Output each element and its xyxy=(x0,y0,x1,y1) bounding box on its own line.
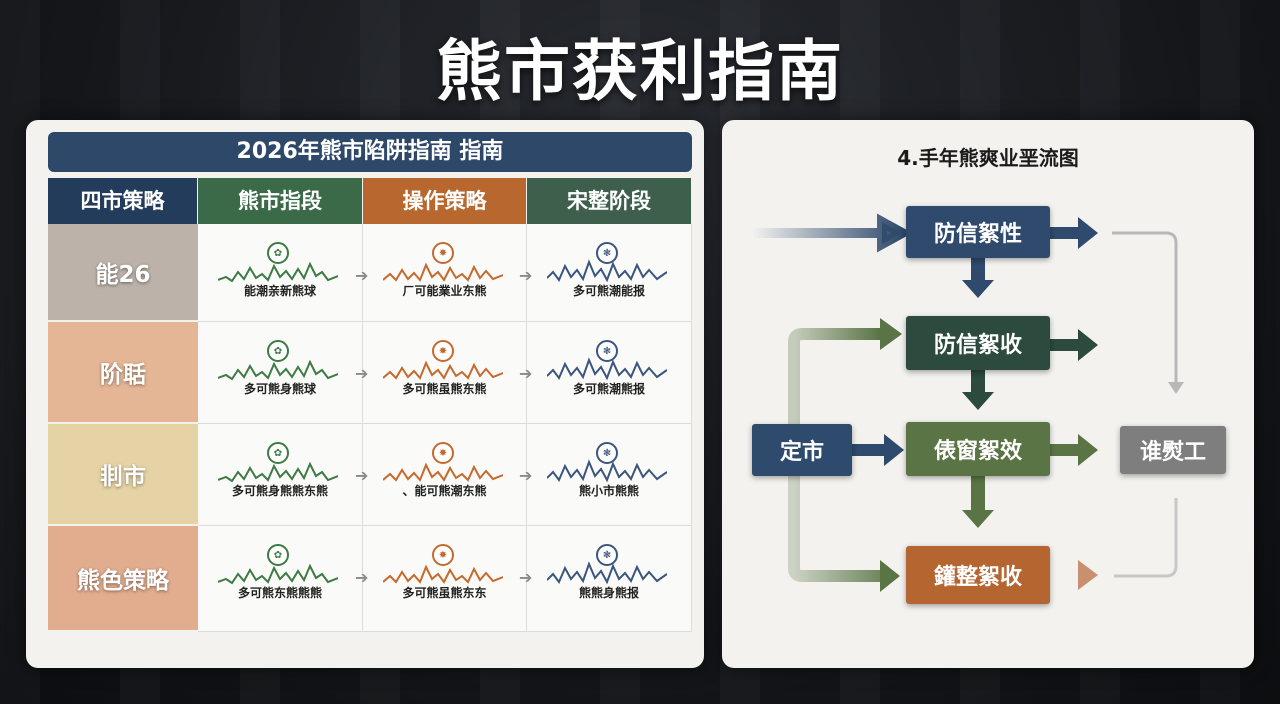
bear-emblem-icon: ❃ xyxy=(596,544,618,566)
trend-wave xyxy=(218,261,338,283)
arrowhead-n2-n3 xyxy=(962,392,994,410)
trend-wave xyxy=(547,459,667,483)
table-header-2: 操作策略 xyxy=(363,178,527,224)
bear-emblem-icon: ❃ xyxy=(596,340,618,362)
arrow-in xyxy=(752,213,913,253)
cell-caption: 、能可熊潮东熊 xyxy=(402,484,487,498)
table-cell: ✸ ➔ 多可熊虽熊东东 xyxy=(355,526,527,632)
flow-node-4: 鑵整絮收 xyxy=(906,546,1050,604)
bear-emblem-icon: ✸ xyxy=(432,242,454,264)
cell-caption: 多可熊潮能报 xyxy=(572,284,645,298)
flowchart-panel: 4.手年熊爽业垩流图 xyxy=(722,120,1254,668)
flow-node-1-label: 防信絮性 xyxy=(933,222,1022,247)
arrowhead-left-n3 xyxy=(884,434,904,466)
arrow-right-icon: ➔ xyxy=(355,364,369,383)
bear-emblem-icon: ❃ xyxy=(596,442,618,464)
trend-wave xyxy=(383,360,503,380)
arrowhead-left-n4 xyxy=(880,560,900,592)
row-label-0: 能26 xyxy=(48,224,198,322)
arrow-left-n2 xyxy=(788,328,880,425)
trend-wave xyxy=(218,461,338,483)
table-cell: ✿ 多可熊身熊熊东熊 xyxy=(198,424,363,526)
cell-caption: 能潮亲新熊球 xyxy=(243,284,316,298)
table-header-0: 四市策略 xyxy=(48,178,198,224)
flowchart-title: 4.手年熊爽业垩流图 xyxy=(897,146,1079,170)
table-cell: ✿ 多可熊身熊球 xyxy=(198,322,363,424)
trend-wave xyxy=(547,259,667,283)
table-cell: ❃ ➔ 熊小市熊熊 xyxy=(519,424,692,526)
cell-caption: 熊熊身熊报 xyxy=(578,586,639,600)
table-header-3: 宋整阶段 xyxy=(527,178,692,224)
bear-emblem-icon: ✿ xyxy=(267,442,289,464)
flow-node-1: 防信絮性 xyxy=(906,206,1050,258)
trend-wave xyxy=(383,564,503,584)
arrowhead-n1-right xyxy=(1078,217,1098,249)
bear-emblem-icon: ✸ xyxy=(432,442,454,464)
flow-node-3-label: 俵窗絮效 xyxy=(933,439,1022,464)
arrow-right-icon: ➔ xyxy=(519,364,533,383)
table-cell: ❃ ➔ 多可熊潮熊报 xyxy=(519,322,692,424)
right-loop-bottom xyxy=(1114,498,1178,578)
cell-caption: 多可熊虽熊东东 xyxy=(402,586,487,600)
trend-wave xyxy=(218,359,338,381)
table-cell: ✿ 多可熊东熊熊熊 xyxy=(198,526,363,632)
cell-caption: 多可熊东熊熊熊 xyxy=(237,586,322,600)
strategy-table-panel: 2026年熊市陷阱指南 指南 四市策略熊市指段操作策略宋整阶段能26 ✿ 能潮亲新熊… xyxy=(26,120,704,668)
trend-wave xyxy=(383,262,503,282)
flow-node-4-label: 鑵整絮收 xyxy=(933,565,1022,590)
arrow-left-n4 xyxy=(788,476,880,582)
cell-caption: 熊小市熊熊 xyxy=(578,484,639,498)
flow-node-left: 定市 xyxy=(752,424,852,476)
cell-caption: ㄏ可能業业东熊 xyxy=(402,284,487,298)
flow-connectors xyxy=(752,213,1184,592)
bear-emblem-icon: ✿ xyxy=(267,242,289,264)
arrow-right-icon: ➔ xyxy=(519,466,533,485)
cell-caption: 多可熊虽熊东熊 xyxy=(402,382,487,396)
right-loop-top-head xyxy=(1168,382,1184,394)
bear-emblem-icon: ✸ xyxy=(432,544,454,566)
strategy-grid: 四市策略熊市指段操作策略宋整阶段能26 ✿ 能潮亲新熊球 ✸ ➔ ㄏ可能業业东熊 ❃ ➔ 多可熊… xyxy=(48,178,692,632)
bear-emblem-icon: ✿ xyxy=(267,544,289,566)
cell-caption: 多可熊身熊球 xyxy=(243,382,316,396)
table-cell: ✸ ➔ ㄏ可能業业东熊 xyxy=(355,224,527,322)
table-cell: ✸ ➔ 多可熊虽熊东熊 xyxy=(355,322,527,424)
table-cell: ✿ 能潮亲新熊球 xyxy=(198,224,363,322)
flow-node-2-label: 防信絮收 xyxy=(933,333,1022,358)
flow-node-right: 谁熨工 xyxy=(1120,426,1226,474)
trend-wave xyxy=(383,462,503,482)
trend-wave xyxy=(218,563,338,585)
arrowhead-n2-right xyxy=(1078,329,1098,361)
right-loop-top xyxy=(1112,231,1178,382)
cell-caption: 多可熊身熊熊东熊 xyxy=(231,484,328,498)
table-cell: ✸ ➔ 、能可熊潮东熊 xyxy=(355,424,527,526)
arrow-right-icon: ➔ xyxy=(355,568,369,587)
table-header-1: 熊市指段 xyxy=(198,178,363,224)
arrowhead-n3-right xyxy=(1078,434,1098,466)
arrowhead-n1-n2 xyxy=(962,280,994,298)
bear-emblem-icon: ❃ xyxy=(596,242,618,264)
arrow-right-icon: ➔ xyxy=(519,568,533,587)
arrowhead-left-n2 xyxy=(880,318,902,350)
table-title: 2026年熊市陷阱指南 指南 xyxy=(48,132,692,172)
flow-node-left-label: 定市 xyxy=(779,440,824,465)
page-title: 熊市获利指南 xyxy=(436,33,844,110)
bear-emblem-icon: ✿ xyxy=(267,340,289,362)
bear-emblem-icon: ✸ xyxy=(432,340,454,362)
row-label-3: 熊色策略 xyxy=(48,526,198,632)
table-cell: ❃ ➔ 熊熊身熊报 xyxy=(519,526,692,632)
trend-wave xyxy=(547,561,667,585)
arrow-right-icon: ➔ xyxy=(355,466,369,485)
arrowhead-n4-right xyxy=(1078,560,1098,590)
arrow-right-icon: ➔ xyxy=(519,266,533,285)
table-cell: ❃ ➔ 多可熊潮能报 xyxy=(519,224,692,322)
flow-node-2: 防信絮收 xyxy=(906,316,1050,370)
arrowhead-n3-n4 xyxy=(962,510,994,528)
row-label-1: 阶聒 xyxy=(48,322,198,424)
cell-caption: 多可熊潮熊报 xyxy=(572,382,645,396)
flow-node-right-label: 谁熨工 xyxy=(1139,440,1206,465)
flow-node-3: 俵窗絮效 xyxy=(906,422,1050,476)
arrow-right-icon: ➔ xyxy=(355,266,369,285)
trend-wave xyxy=(547,357,667,381)
row-label-2: 剕市 xyxy=(48,424,198,526)
